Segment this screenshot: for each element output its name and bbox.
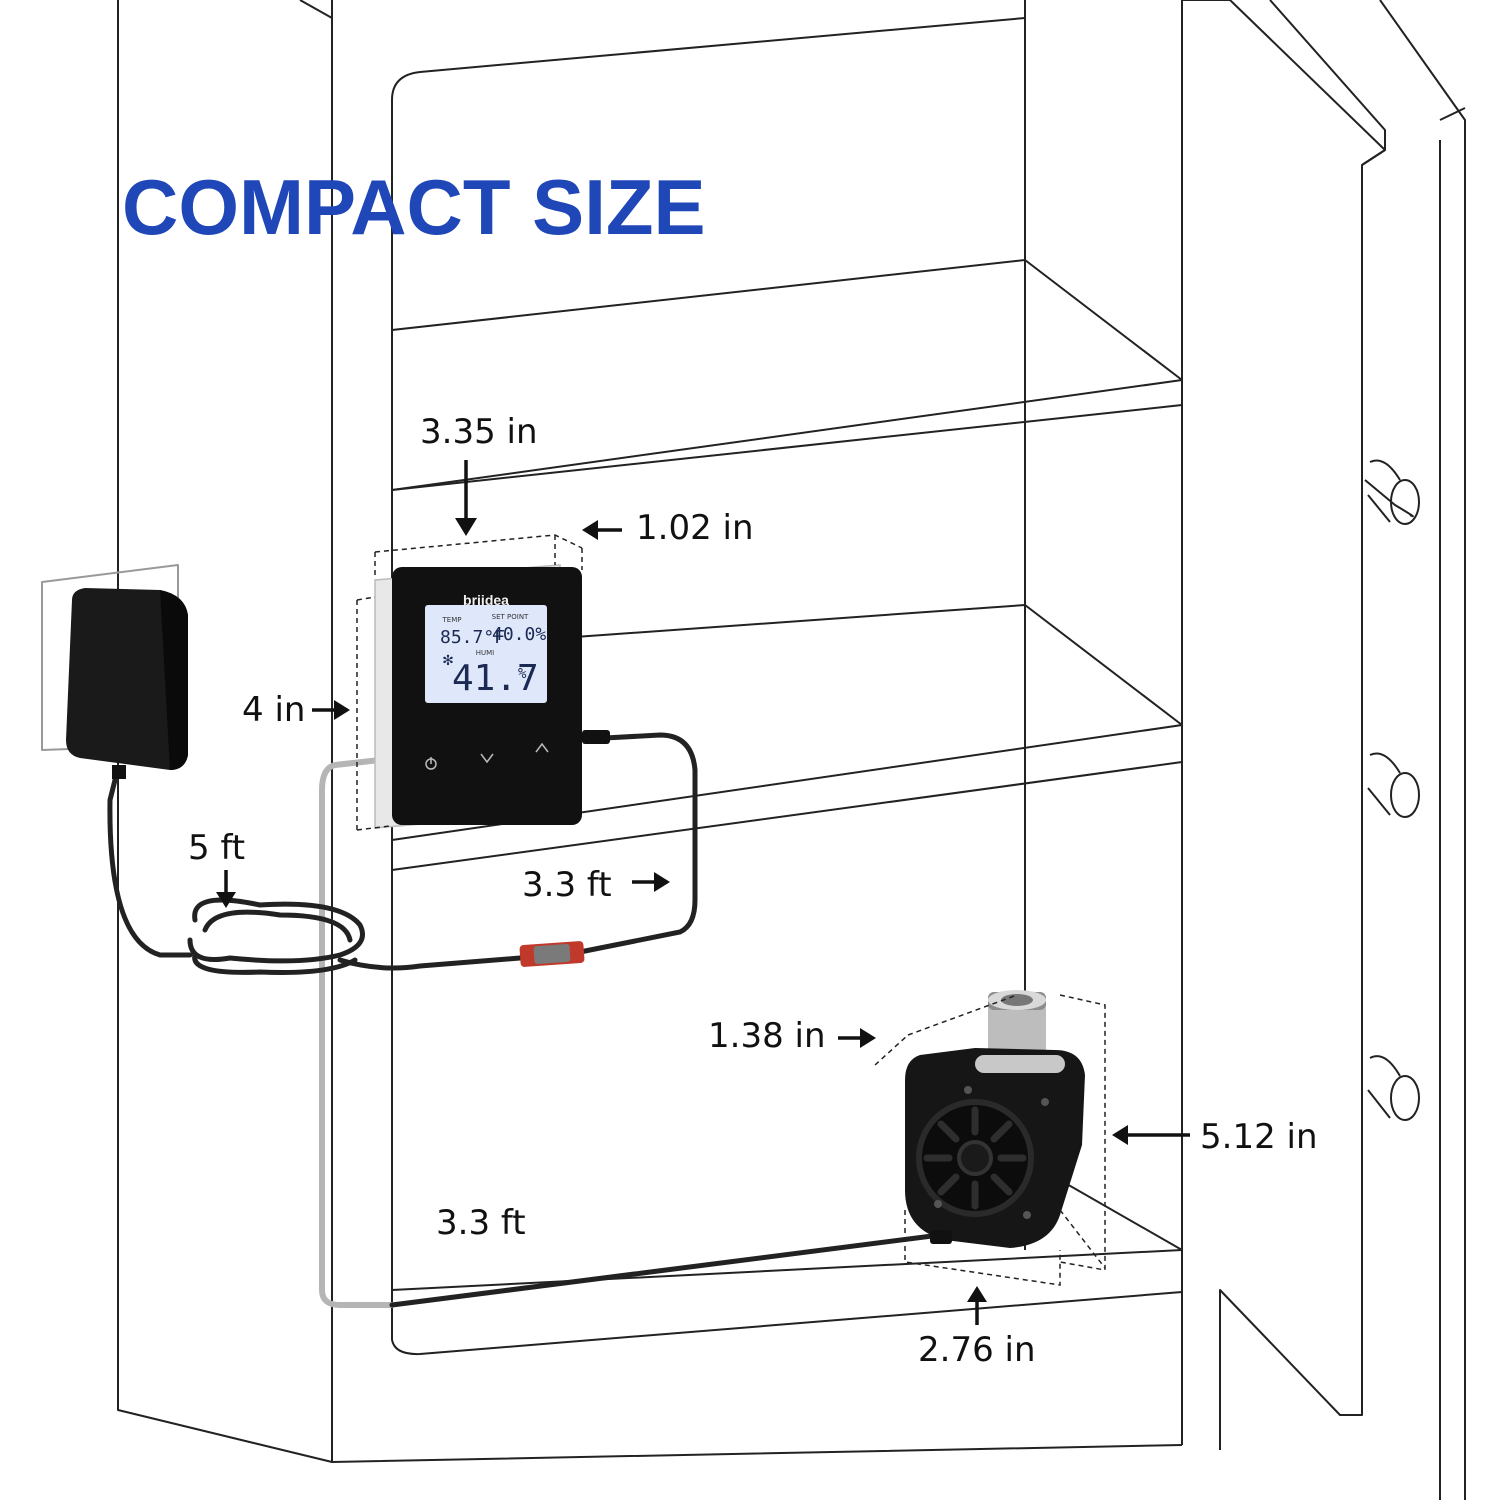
lcd-setpoint-label: SET POINT xyxy=(492,613,529,621)
dimension-guides xyxy=(356,534,1106,1286)
wire-connector xyxy=(519,941,585,967)
door-bolt xyxy=(1364,459,1420,525)
brand-logo: briidea xyxy=(463,592,509,608)
lcd-humi-value: 41.7 xyxy=(452,658,539,699)
down-chevron-icon xyxy=(480,753,494,764)
controller-cable-length-label: 3.3 ft xyxy=(522,865,612,905)
fan-cable-length-label: 3.3 ft xyxy=(436,1203,526,1243)
controller-width-label: 3.35 in xyxy=(420,412,538,452)
door-bolt xyxy=(1367,752,1420,818)
humidity-controller: briidea TEMP SET POINT 85.7°F 40.0% HUMI… xyxy=(374,564,610,829)
power-icon xyxy=(425,757,437,770)
lcd-temp-value: 85.7°F xyxy=(440,627,505,648)
fan-icon: ✻ xyxy=(442,653,454,669)
fan-height-label: 5.12 in xyxy=(1200,1117,1318,1157)
dc-plug xyxy=(582,730,610,744)
dimension-arrows xyxy=(216,460,1190,1325)
lcd-temp-label: TEMP xyxy=(442,616,462,624)
fan-unit xyxy=(905,990,1085,1248)
adapter-cable-length-label: 5 ft xyxy=(188,828,246,868)
fan-width-label: 2.76 in xyxy=(918,1330,1036,1370)
cables xyxy=(107,732,943,1308)
controller-depth-label: 1.02 in xyxy=(636,508,754,548)
controller-height-label: 4 in xyxy=(242,690,306,730)
page-title: COMPACT SIZE xyxy=(122,163,706,251)
lcd-setpoint-value: 40.0% xyxy=(492,624,546,645)
safe-cabinet xyxy=(41,0,1466,1500)
door-bolt xyxy=(1367,1055,1420,1121)
up-chevron-icon xyxy=(535,742,549,753)
fan-depth-label: 1.38 in xyxy=(708,1016,826,1056)
power-adapter xyxy=(66,588,188,779)
lcd-humi-label: HUMI xyxy=(476,649,495,657)
lcd-screen xyxy=(425,605,547,703)
lcd-humi-unit: % xyxy=(518,666,527,682)
